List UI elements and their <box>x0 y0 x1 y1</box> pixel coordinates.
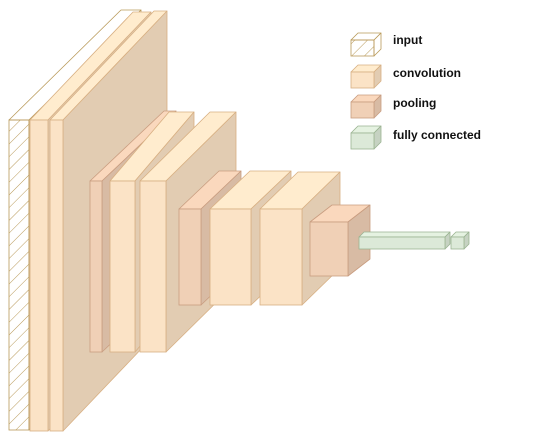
legend-label-convolution: convolution <box>393 66 461 80</box>
legend-swatch-input-cube <box>350 32 382 57</box>
legend-swatch-fully-connected-cube <box>350 125 382 150</box>
layer-pool3 <box>309 204 371 277</box>
layer-fc1-top-face <box>358 231 451 238</box>
legend-item-fully-connected: fully connected <box>350 125 481 150</box>
legend-swatch-convolution-cube-front-face <box>350 71 375 89</box>
layer-conv2-front-face <box>49 119 64 432</box>
legend-swatch-pooling-cube-front-face <box>350 101 375 119</box>
legend-swatch-input <box>350 32 382 57</box>
layer-pool1-conv2-front-face <box>139 180 167 353</box>
layer-pool2-front-face <box>178 208 202 306</box>
layer-pool2-conv2-front-face <box>259 208 303 306</box>
legend-label-fully-connected: fully connected <box>393 128 481 142</box>
layer-blocks <box>8 9 470 432</box>
legend-swatch-pooling-cube <box>350 94 382 119</box>
layer-fc2-front-face <box>450 236 465 250</box>
legend-item-input: input <box>350 32 422 57</box>
legend-swatch-fully-connected <box>350 125 382 150</box>
layer-input-front-face <box>8 119 30 431</box>
layer-fc2 <box>450 231 470 250</box>
layer-pool1-front-face <box>89 180 103 353</box>
layer-fc1 <box>358 231 451 250</box>
legend-label-pooling: pooling <box>393 96 436 110</box>
legend-swatch-convolution-cube <box>350 64 382 89</box>
legend-swatch-pooling <box>350 94 382 119</box>
layer-fc1-front-face <box>358 236 446 250</box>
legend: input convolution pooling fully connecte… <box>350 32 481 150</box>
legend-item-convolution: convolution <box>350 64 461 89</box>
legend-item-pooling: pooling <box>350 94 436 119</box>
layer-pool1-conv1-front-face <box>109 180 136 353</box>
legend-swatch-input-cube-front-face <box>350 39 375 57</box>
legend-swatch-convolution <box>350 64 382 89</box>
layer-pool2-conv1-front-face <box>209 208 252 306</box>
legend-swatch-fully-connected-cube-front-face <box>350 132 375 150</box>
layer-pool3-front-face <box>309 221 349 277</box>
layer-conv1-front-face <box>29 119 49 432</box>
legend-label-input: input <box>393 33 422 47</box>
